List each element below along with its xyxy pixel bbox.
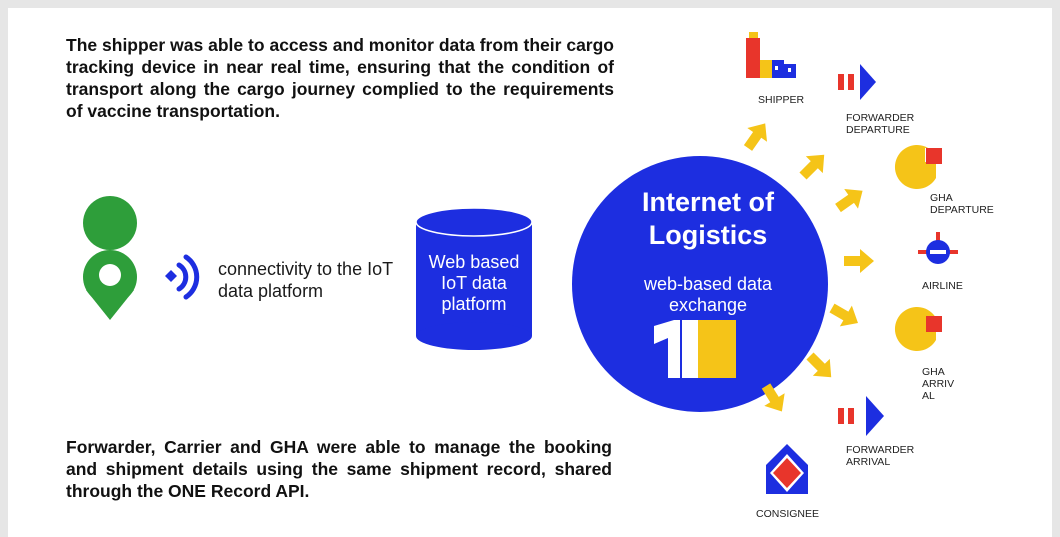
forwarder-arrival-label: FORWARDER ARRIVAL (846, 444, 914, 468)
forwarder-departure-label-line1: FORWARDER (846, 112, 915, 124)
database-label-line1: Web based (428, 252, 520, 272)
database-cylinder-icon (415, 207, 533, 350)
airline-icon (918, 232, 958, 264)
gha-departure-label: GHA DEPARTURE (930, 192, 994, 216)
diagram-canvas: The shipper was able to access and monit… (8, 8, 1052, 537)
wireless-signal-icon (165, 254, 200, 300)
forwarder-arrival-label-line2: ARRIVAL (846, 456, 891, 468)
arrow-to-gha-arrival (829, 303, 858, 327)
database-label: Web based IoT data platform (418, 252, 530, 315)
arrow-to-forwarder-arrival (806, 352, 832, 378)
gha-arrival-icon (894, 307, 942, 352)
consignee-icon (766, 444, 808, 494)
gha-departure-icon (894, 145, 942, 189)
internet-of-logistics-hub (572, 156, 828, 412)
gha-departure-label-line2: DEPARTURE (930, 204, 994, 216)
arrow-to-shipper (743, 123, 768, 151)
gha-arrival-label-line2: ARRIV (922, 378, 955, 390)
airline-label: AIRLINE (922, 280, 963, 292)
gha-arrival-label-line3: AL (922, 390, 935, 402)
hub-subtitle: web-based data exchange (598, 274, 818, 316)
consignee-label: CONSIGNEE (756, 508, 820, 520)
hub-title-line2: Logistics (648, 220, 768, 250)
diagram-graphics (83, 32, 958, 494)
outro-paragraph: Forwarder, Carrier and GHA were able to … (66, 437, 612, 501)
forwarder-departure-label-line2: DEPARTURE (846, 124, 910, 136)
hub-subtitle-line1: web-based data (643, 274, 773, 294)
gha-arrival-label: GHA ARRIV AL (922, 366, 954, 402)
hub-subtitle-line2: exchange (668, 295, 748, 315)
hub-title: Internet of Logistics (588, 186, 828, 252)
flow-arrows (743, 123, 874, 412)
arrow-to-consignee (761, 383, 785, 412)
arrow-to-gha-departure (835, 188, 863, 213)
arrow-to-airline (844, 249, 874, 273)
map-pin-icon (83, 196, 138, 320)
forwarder-departure-icon (838, 64, 876, 100)
hub-title-line1: Internet of (642, 187, 774, 217)
database-label-line3: platform (441, 294, 507, 314)
forwarder-arrival-icon (838, 396, 884, 436)
forwarder-departure-label: FORWARDER DEPARTURE (846, 112, 914, 136)
gha-arrival-label-line1: GHA (922, 366, 945, 378)
database-label-line2: IoT data (441, 273, 507, 293)
shipper-label: SHIPPER (758, 94, 805, 106)
forwarder-arrival-label-line1: FORWARDER (846, 444, 915, 456)
factory-icon (746, 32, 796, 78)
arrow-to-forwarder-departure (799, 154, 825, 180)
connectivity-label: connectivity to the IoT data platform (218, 259, 393, 301)
gha-departure-label-line1: GHA (930, 192, 953, 204)
one-record-logo-icon (654, 320, 736, 378)
intro-paragraph: The shipper was able to access and monit… (66, 35, 614, 121)
